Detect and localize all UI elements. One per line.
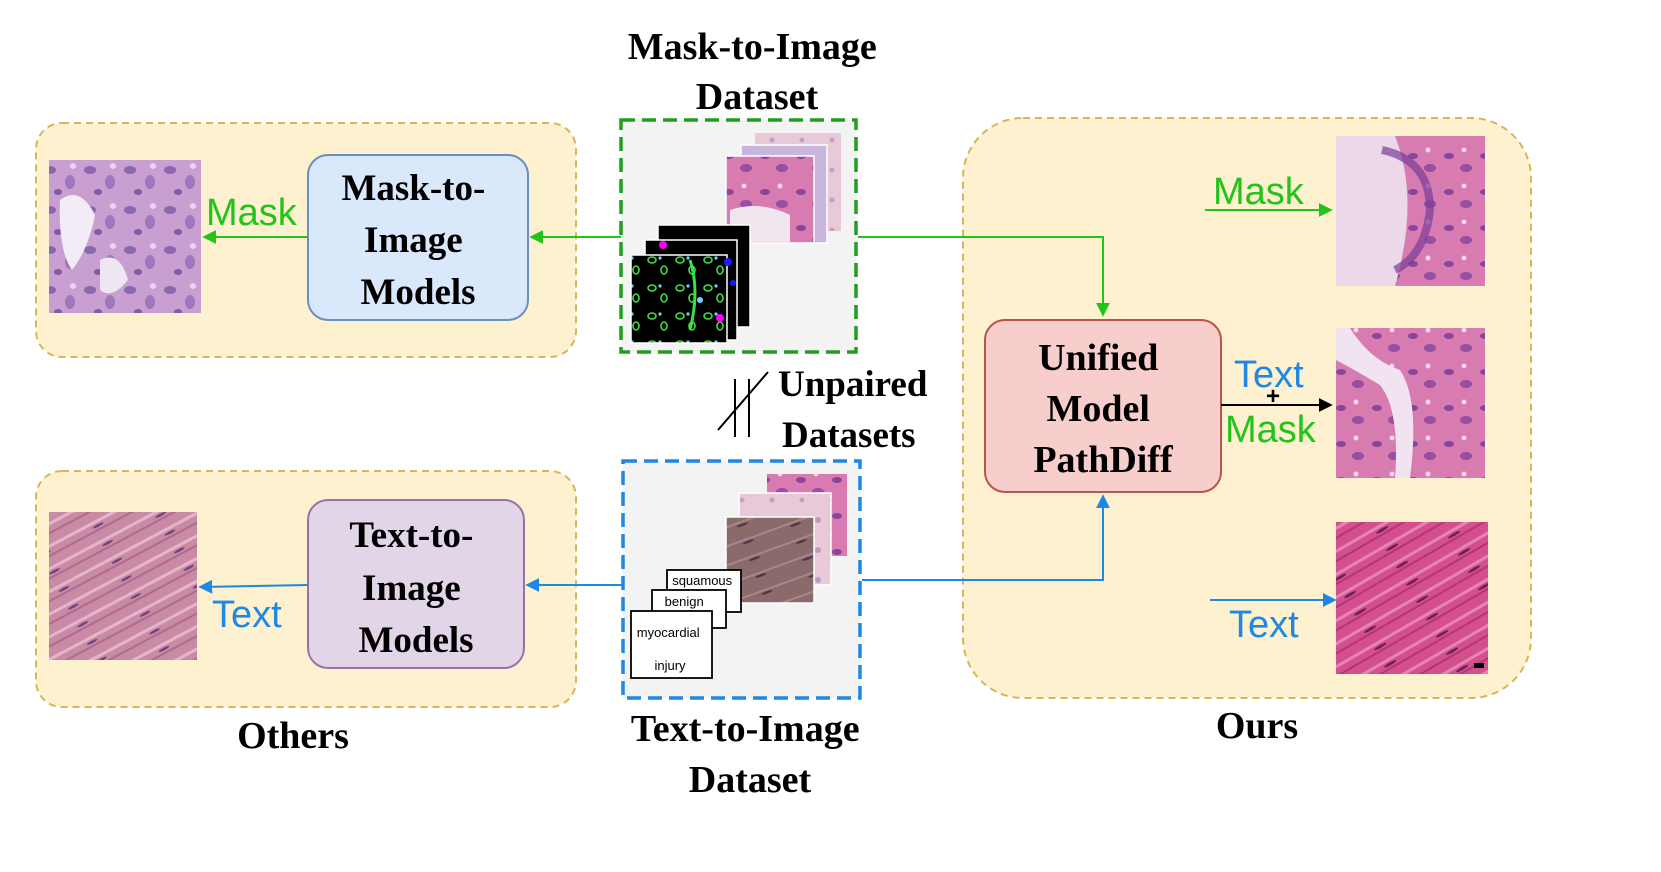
unified-line-2: Model [1047, 388, 1150, 430]
text-dataset-title-line-1: Text-to-Image [631, 708, 860, 750]
text-model-line-1: Text-to- [349, 515, 473, 556]
unpaired-line-1: Unpaired [778, 364, 928, 405]
mask-dataset-histology-stack [725, 133, 841, 244]
mask-model-line-1: Mask-to- [341, 168, 485, 209]
svg-text:Unified Model PathDiff: Unified Model PathDiff [1033, 337, 1174, 481]
text-dataset-histology-stack [725, 474, 847, 604]
svg-text:Mask-to- Image Models: Mask-to- Image Models [341, 168, 494, 313]
ours-mask-output-image [1336, 136, 1485, 286]
caption-card-injury: injury [654, 658, 686, 673]
mask-label-left: Mask [206, 192, 298, 234]
mask-model-line-3: Models [360, 272, 475, 313]
unpaired-symbol [717, 371, 769, 437]
text-to-image-model-box [307, 499, 525, 669]
ours-text-output-image [1336, 522, 1488, 674]
text-output-image [49, 512, 197, 660]
svg-text:Mask-to-Image Dataset: Mask-to-Image Dataset [628, 26, 887, 118]
ours-text-mask-output-image [1336, 328, 1485, 478]
mask-model-line-2: Image [364, 220, 463, 261]
mask-dataset-title-line-1: Mask-to-Image [628, 26, 877, 68]
mask-dataset-mask-stack [630, 224, 751, 344]
svg-text:Unpaired Datasets: Unpaired Datasets [778, 364, 937, 456]
text-dataset-title-line-2: Dataset [689, 759, 812, 801]
mask-label-ours: Mask [1213, 171, 1305, 213]
ours-label: Ours [1216, 705, 1298, 747]
mask-dataset-to-unified-arrow [858, 236, 1110, 317]
text-dataset-to-unified-arrow [862, 494, 1110, 581]
caption-card-myocardial: myocardial [637, 625, 700, 640]
mask-dataset-title-line-2: Dataset [696, 76, 819, 118]
mask-output-image [49, 160, 201, 313]
text-model-output-arrow [198, 579, 309, 594]
text-label-ours: Text [1229, 604, 1299, 646]
svg-text:Text-to- Image Models: Text-to- Image Models [349, 515, 482, 661]
text-dataset-caption-cards: squamous benign myocardial injury [630, 569, 742, 679]
plus-label: + [1266, 383, 1280, 410]
text-label-combined: Text [1234, 354, 1304, 396]
text-label-left: Text [212, 594, 282, 636]
unified-line-3: PathDiff [1033, 439, 1174, 481]
text-model-line-3: Models [358, 620, 473, 661]
unpaired-line-2: Datasets [782, 415, 916, 456]
mask-label-combined: Mask [1225, 409, 1317, 451]
svg-text:squamous benign my: squamous benign myocardial injury [637, 573, 736, 673]
caption-card-squamous: squamous [672, 573, 732, 588]
others-label: Others [237, 715, 349, 757]
unified-line-1: Unified [1038, 337, 1158, 379]
svg-text:Text-to-Image Dataset: Text-to-Image Dataset [631, 708, 869, 801]
text-model-line-2: Image [362, 568, 461, 609]
caption-card-benign: benign [665, 594, 704, 609]
